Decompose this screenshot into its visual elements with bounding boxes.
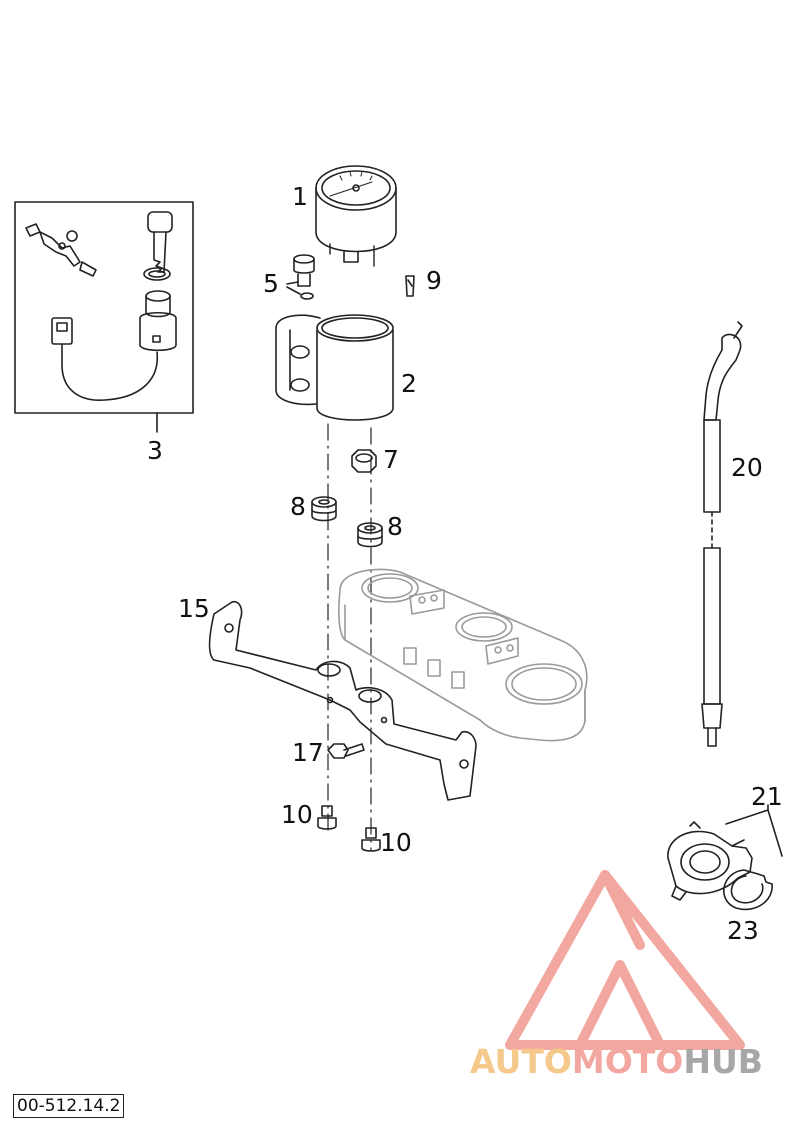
assembly-lines [327,423,372,851]
instrument-bracket [208,600,477,801]
part-label-5: 5 [263,269,279,298]
part-label-9: 9 [426,266,442,295]
drive-bracket-lines [725,804,783,857]
part-label-21: 21 [751,782,783,811]
screw-right [361,827,381,852]
speedometer-drive [667,821,753,901]
speedometer-cable [701,321,743,747]
part-label-1: 1 [292,182,308,211]
part-label-17: 17 [292,738,324,767]
part-label-15: 15 [178,594,210,623]
part-label-10-left: 10 [281,800,313,829]
rubber-grommet-left [311,496,337,522]
part-label-2: 2 [401,369,417,398]
part-label-3: 3 [147,436,163,465]
drawing-code: 00-512.14.2 [13,1094,125,1119]
triple-clamp [338,568,588,742]
screw-left [317,805,337,830]
speedometer-housing [275,314,394,421]
nut [351,449,377,473]
speedometer-gauge [315,165,397,267]
watermark-moto: MOTO [571,1042,684,1081]
part-label-7: 7 [383,445,399,474]
part-label-23: 23 [727,916,759,945]
bulb-socket [286,254,315,300]
part-label-8-right: 8 [387,512,403,541]
ignition-switch-kit [14,201,194,414]
part-label-10-right: 10 [380,828,412,857]
watermark-hub: HUB [683,1042,763,1081]
part-label-20: 20 [731,453,763,482]
watermark-auto: AUTO [470,1042,572,1081]
small-bulb [405,275,415,297]
watermark-logo-text: AUTOMOTOHUB [470,1045,763,1078]
part-label-8-left: 8 [290,492,306,521]
hex-screw [327,743,365,759]
watermark-triangle [505,870,745,1050]
rubber-grommet-right [357,522,383,548]
retaining-ring [723,869,773,911]
